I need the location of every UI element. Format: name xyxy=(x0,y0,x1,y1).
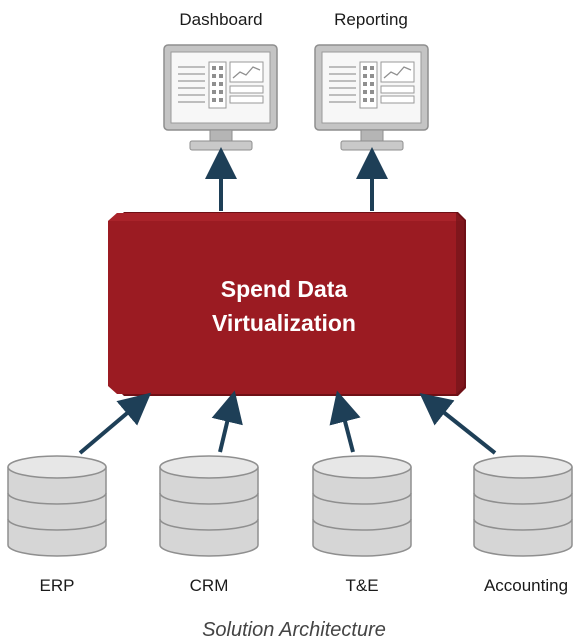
erp-database-icon xyxy=(7,455,107,557)
accounting-database-icon xyxy=(473,455,573,557)
te-database-icon xyxy=(312,455,412,557)
erp-label: ERP xyxy=(40,576,75,595)
arrow-from-erp xyxy=(78,392,152,455)
accounting-label: Accounting xyxy=(484,576,568,595)
crm-database-icon xyxy=(159,455,259,557)
reporting-label: Reporting xyxy=(334,10,408,29)
dashboard-monitor-icon xyxy=(163,44,278,151)
core-title-line1: Spend Data xyxy=(221,276,348,302)
reporting-monitor-icon xyxy=(314,44,429,151)
spend-data-virtualization-box xyxy=(108,212,466,396)
arrow-from-te xyxy=(329,390,361,453)
arrow-from-accounting xyxy=(419,393,497,455)
crm-label: CRM xyxy=(190,576,229,595)
diagram-caption: Solution Architecture xyxy=(202,619,386,641)
arrow-from-crm xyxy=(211,390,243,453)
te-label: T&E xyxy=(345,576,378,595)
core-title-line2: Virtualization xyxy=(212,310,356,336)
dashboard-label: Dashboard xyxy=(179,10,262,29)
